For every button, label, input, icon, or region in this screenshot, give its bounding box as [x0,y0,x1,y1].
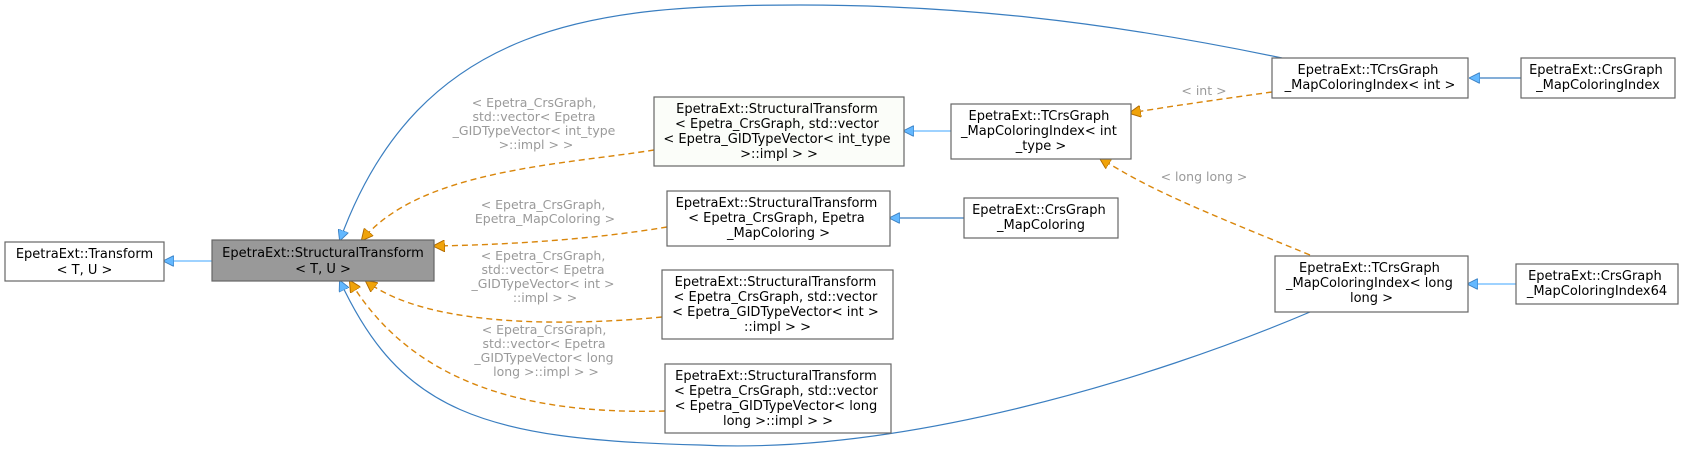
svg-text:EpetraExt::TCrsGraph _: EpetraExt::TCrsGraph _MapColoringIndex< … [960,109,1121,154]
svg-text:EpetraExt::CrsGraph _M: EpetraExt::CrsGraph _MapColoringIndex64 [1526,269,1667,299]
edge-st-int-to-structural [366,281,663,323]
node-crs-index[interactable]: EpetraExt::CrsGraph _MapColoringIndex [1520,57,1676,99]
edge-tcrs-long-long-to-structural [340,281,1311,447]
svg-text:EpetraExt::StructuralTransform: EpetraExt::StructuralTransform < Epetra_… [676,196,882,241]
edge-label-tcrs-long-long: < long long > [1161,169,1248,184]
svg-text:EpetraExt::CrsGraph _M: EpetraExt::CrsGraph _MapColoringIndex [1529,63,1667,93]
edge-label-tcrs-int: < int > [1181,83,1226,98]
svg-text:EpetraExt::TCrsGraph _: EpetraExt::TCrsGraph _MapColoringIndex< … [1285,261,1457,306]
node-tcrs-long-long[interactable]: EpetraExt::TCrsGraph _MapColoringIndex< … [1274,255,1469,313]
edge-st-map-coloring-to-structural [434,226,668,246]
edge-st-long-long-to-structural [350,281,666,413]
svg-text:EpetraExt::StructuralTransform: EpetraExt::StructuralTransform < Epetra_… [672,275,883,335]
node-transform[interactable]: EpetraExt::Transform< T, U > [4,241,165,282]
edge-tcrs-int-to-tcrs-int-type [1130,91,1273,113]
svg-text:EpetraExt::Transform< T, U >: EpetraExt::Transform< T, U > [16,247,153,278]
edge-label-long-long: < Epetra_CrsGraph, std::vector< Epetra _… [473,322,617,379]
edge-label-map-coloring: < Epetra_CrsGraph, Epetra_MapColoring > [475,197,615,226]
edge-st-int-type-to-structural [362,149,655,240]
node-st-map-coloring[interactable]: EpetraExt::StructuralTransform < Epetra_… [666,190,891,247]
node-tcrs-int[interactable]: EpetraExt::TCrsGraph _MapColoringIndex< … [1271,57,1469,99]
svg-text:EpetraExt::StructuralTransform: EpetraExt::StructuralTransform < Epetra_… [674,369,882,429]
svg-text:EpetraExt::TCrsGraph _: EpetraExt::TCrsGraph _MapColoringIndex< … [1284,63,1456,93]
node-st-int[interactable]: EpetraExt::StructuralTransform < Epetra_… [661,269,894,340]
node-st-int-type[interactable]: EpetraExt::StructuralTransform < Epetra_… [653,96,905,167]
node-tcrs-int-type[interactable]: EpetraExt::TCrsGraph _MapColoringIndex< … [950,103,1132,160]
edge-tcrs-int-to-structural [340,4,1283,240]
node-crs-index64[interactable]: EpetraExt::CrsGraph _MapColoringIndex64 [1515,263,1679,305]
node-structural-transform[interactable]: EpetraExt::StructuralTransform< T, U > [211,239,435,282]
svg-text:EpetraExt::CrsGraph _M: EpetraExt::CrsGraph _MapColoring [972,203,1110,233]
edge-label-int: < Epetra_CrsGraph, std::vector< Epetra _… [471,248,619,305]
edge-label-int-type: < Epetra_CrsGraph, std::vector< Epetra _… [452,95,620,152]
node-st-long-long[interactable]: EpetraExt::StructuralTransform < Epetra_… [664,363,892,434]
edge-tcrs-long-long-to-tcrs-int-type [1100,158,1311,256]
svg-text:EpetraExt::StructuralTransform: EpetraExt::StructuralTransform < Epetra_… [663,102,894,162]
svg-text:EpetraExt::StructuralTransform: EpetraExt::StructuralTransform< T, U > [222,246,424,277]
node-crs-map-coloring[interactable]: EpetraExt::CrsGraph _MapColoring [963,197,1119,239]
